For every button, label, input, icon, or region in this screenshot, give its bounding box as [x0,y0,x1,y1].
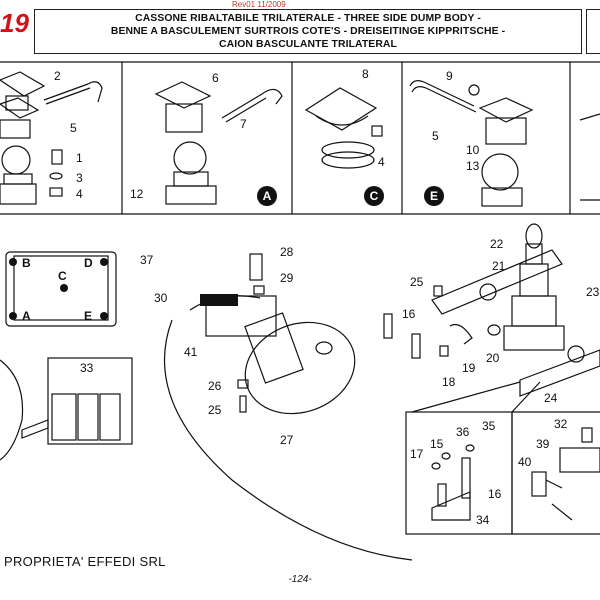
svg-text:25: 25 [410,275,424,289]
svg-text:24: 24 [544,391,558,405]
svg-text:30: 30 [154,291,168,305]
part-37: 37 [140,253,154,267]
svg-text:21: 21 [492,259,506,273]
part-4-c: 4 [378,155,385,169]
svg-text:20: 20 [486,351,500,365]
valve-detail [511,411,600,535]
badge-a: A [257,186,277,206]
svg-text:17: 17 [410,447,424,461]
svg-text:B: B [22,256,31,270]
svg-text:15: 15 [430,437,444,451]
badge-e: E [424,186,444,206]
svg-text:40: 40 [518,455,532,469]
company-name: PROPRIETA' EFFEDI SRL [4,554,166,569]
svg-text:39: 39 [536,437,550,451]
lift-cylinder [383,223,600,413]
svg-text:A: A [22,309,31,323]
view-e-drawing [409,80,600,207]
view-a-drawing [0,71,103,205]
part-4: 4 [76,187,83,201]
part-8: 8 [362,67,369,81]
pump-labels: 28 29 30 41 26 25 27 [154,245,294,447]
svg-text:E: E [84,309,92,323]
valve-labels: 32 39 40 [518,417,568,469]
part-5-e: 5 [432,129,439,143]
svg-text:26: 26 [208,379,222,393]
svg-text:16: 16 [402,307,416,321]
part-1: 1 [76,151,83,165]
svg-text:C: C [58,269,67,283]
part-13: 13 [466,159,480,173]
title-line-1: CASSONE RIBALTABILE TRILATERALE - THREE … [135,13,481,24]
revision-label: Rev01 11/2009 [232,0,286,9]
svg-text:18: 18 [442,375,456,389]
svg-text:27: 27 [280,433,294,447]
svg-text:23: 23 [586,285,600,299]
svg-text:25: 25 [208,403,222,417]
badge-c: C [364,186,384,206]
svg-text:36: 36 [456,425,470,439]
svg-text:34: 34 [476,513,490,527]
svg-text:19: 19 [462,361,476,375]
pump-hose-fitting [200,294,238,306]
cylinder-labels: 22 21 25 23 16 18 19 20 24 [402,237,600,405]
part-labels-top: 2 5 1 3 4 6 7 12 8 4 9 5 10 13 [54,67,480,201]
part-12: 12 [130,187,144,201]
part-33: 33 [80,361,94,375]
svg-text:C: C [370,189,379,203]
svg-text:29: 29 [280,271,294,285]
title-line-2: BENNE A BASCULEMENT SURTROIS COTE'S - DR… [110,26,506,37]
title-box-side [586,9,600,54]
part-7: 7 [240,117,247,131]
bracket-labels: 17 15 36 35 16 34 [410,419,502,527]
svg-text:22: 22 [490,237,504,251]
svg-text:D: D [84,256,93,270]
part-5: 5 [70,121,77,135]
part-9: 9 [446,69,453,83]
page-number: -124- [288,574,312,585]
svg-text:32: 32 [554,417,568,431]
title-line-3: CAION BASCULANTE TRILATERAL [219,39,397,50]
brand-section-number: 19 [0,8,29,38]
switch-box [0,357,133,461]
title-box [34,9,582,54]
svg-text:28: 28 [280,245,294,259]
part-2: 2 [54,69,61,83]
part-6: 6 [212,71,219,85]
view-c-drawing [304,87,383,169]
svg-text:A: A [263,189,272,203]
plate-points [9,258,108,320]
part-10: 10 [466,143,480,157]
plate-labels: B D C A E 37 [22,253,154,323]
svg-text:E: E [430,189,438,203]
mounting-plate [5,251,117,327]
part-3: 3 [76,171,83,185]
svg-text:35: 35 [482,419,496,433]
view-b-drawing [154,81,283,205]
svg-text:16: 16 [488,487,502,501]
svg-text:41: 41 [184,345,198,359]
